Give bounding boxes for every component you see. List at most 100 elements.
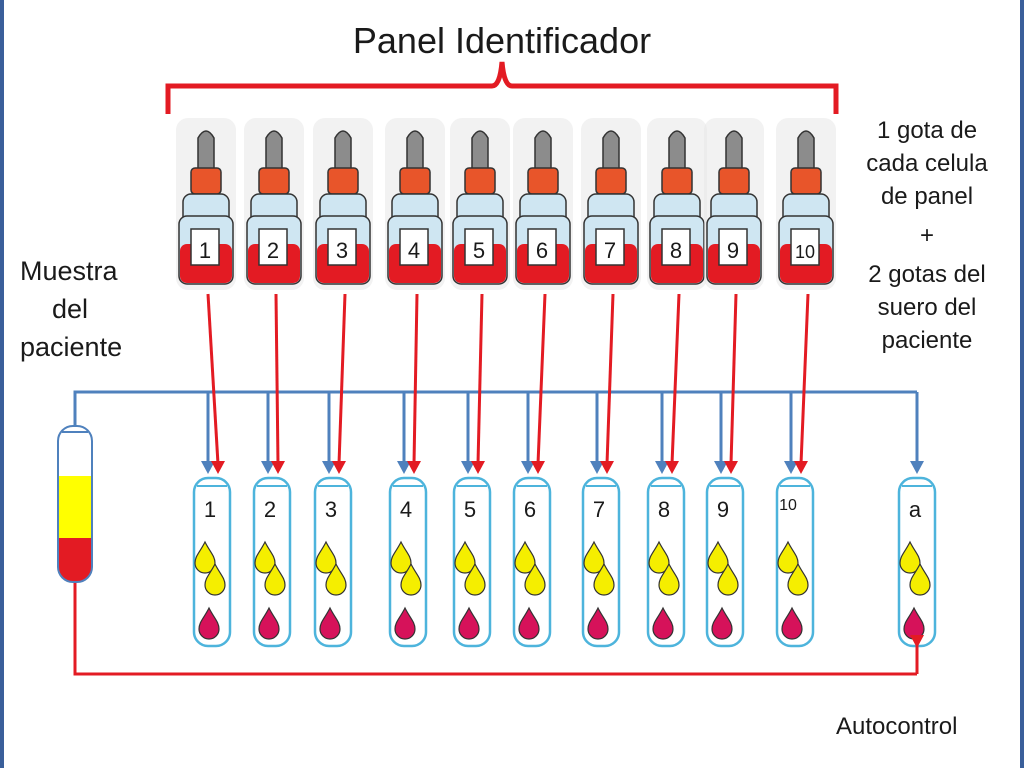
serum-arrow [201,392,215,474]
frame-right-edge [1020,0,1024,768]
serum-drop-icon [194,540,216,574]
serum-drop-icon [717,562,739,596]
cell-arrow [332,293,347,474]
serum-arrow [910,392,924,474]
bottle-number: 9 [727,238,739,263]
cell-arrow [471,293,485,474]
reagent-bottle: 7 [581,118,641,290]
serum-drop-icon [658,562,680,596]
sample-serum [58,476,92,538]
bottle-label-box [790,228,820,266]
serum-arrow-head [201,461,215,474]
test-tube: 6 [512,476,552,648]
bottle-label-box [327,228,357,266]
cell-arrow-head [531,461,545,474]
bottle-label-box [399,228,429,266]
serum-drop-icon [909,562,931,596]
test-tube: 8 [646,476,686,648]
instructions-plus: + [919,222,934,249]
cell-drop-icon [394,606,416,640]
serum-drop-icon [264,562,286,596]
cell-arrow-shaft [274,293,280,465]
bottle-number: 8 [670,238,682,263]
bottle-number: 2 [267,238,279,263]
bottle-number: 6 [536,238,548,263]
cell-arrow-head [665,461,679,474]
cell-arrow [665,293,681,474]
cell-drop-icon [458,606,480,640]
bottle-cap-icon [190,167,222,195]
cell-drop-icon [652,606,674,640]
serum-arrow-head [714,461,728,474]
cell-arrow-head [794,461,808,474]
tube-label: 5 [464,497,476,522]
cell-arrow-shaft [605,293,615,465]
cell-arrow-shaft [729,293,738,465]
bottle-number: 1 [199,238,211,263]
tube-label: 9 [717,497,729,522]
cell-arrow-head [724,461,738,474]
serum-drop-icon [325,562,347,596]
bottle-label-box [718,228,748,266]
serum-drop-icon [899,540,921,574]
serum-arrow-head [655,461,669,474]
dropper-tip-icon [265,130,283,171]
cell-drop-icon [518,606,540,640]
sample-red-cells [58,538,92,582]
dropper-tip-icon [471,130,489,171]
cell-drop-icon [711,606,733,640]
serum-arrow-head [261,461,275,474]
cell-arrow [206,293,225,474]
reagent-bottle: 3 [313,118,373,290]
serum-drop-icon [593,562,615,596]
cell-arrow-head [600,461,614,474]
test-tube: 7 [581,476,621,648]
dropper-tip-icon [197,130,215,171]
reagent-bottle: 4 [385,118,445,290]
serum-drop-icon [707,540,729,574]
reagent-bottle: 5 [450,118,510,290]
test-tube: a [897,476,937,648]
serum-drop-icon [583,540,605,574]
cell-arrow-shaft [412,293,419,465]
bottle-number: 10 [795,242,815,262]
tube-label: 7 [593,497,605,522]
serum-arrow-head [397,461,411,474]
tube-label: 4 [400,497,412,522]
serum-arrow [590,392,604,474]
frame-left-edge [0,0,4,768]
sample-label-line-2: del [52,294,89,324]
instructions-line-5: suero del [877,294,977,321]
cell-arrow [531,293,547,474]
serum-arrow [261,392,275,474]
tube-label: 3 [325,497,337,522]
serum-arrow-head [461,461,475,474]
serum-arrow [714,392,728,474]
bottle-label-box [464,228,494,266]
dropper-tip-icon [725,130,743,171]
bottle-cap-icon [258,167,290,195]
serum-arrow-head [784,461,798,474]
cell-arrow-head [332,461,346,474]
serum-drop-icon [254,540,276,574]
bottle-cap-icon [790,167,822,195]
serum-arrow [521,392,535,474]
instructions-line-3: de panel [880,183,974,210]
instructions-line-2: cada celula [866,150,988,177]
serum-drop-icon [315,540,337,574]
cell-drop-icon [258,606,280,640]
reagent-bottle: 10 [776,118,836,290]
sample-tube-contents [58,476,92,582]
bottle-label-box [527,228,557,266]
cell-arrow-head [211,461,225,474]
dropper-tip-icon [602,130,620,171]
cell-drop-icon [319,606,341,640]
dropper-tip-icon [534,130,552,171]
bottle-number: 3 [336,238,348,263]
serum-drop-icon [648,540,670,574]
cell-arrow [271,293,285,474]
sample-tube-outline [57,425,93,583]
bottle-cap-icon [464,167,496,195]
serum-distribution-line [73,390,917,426]
